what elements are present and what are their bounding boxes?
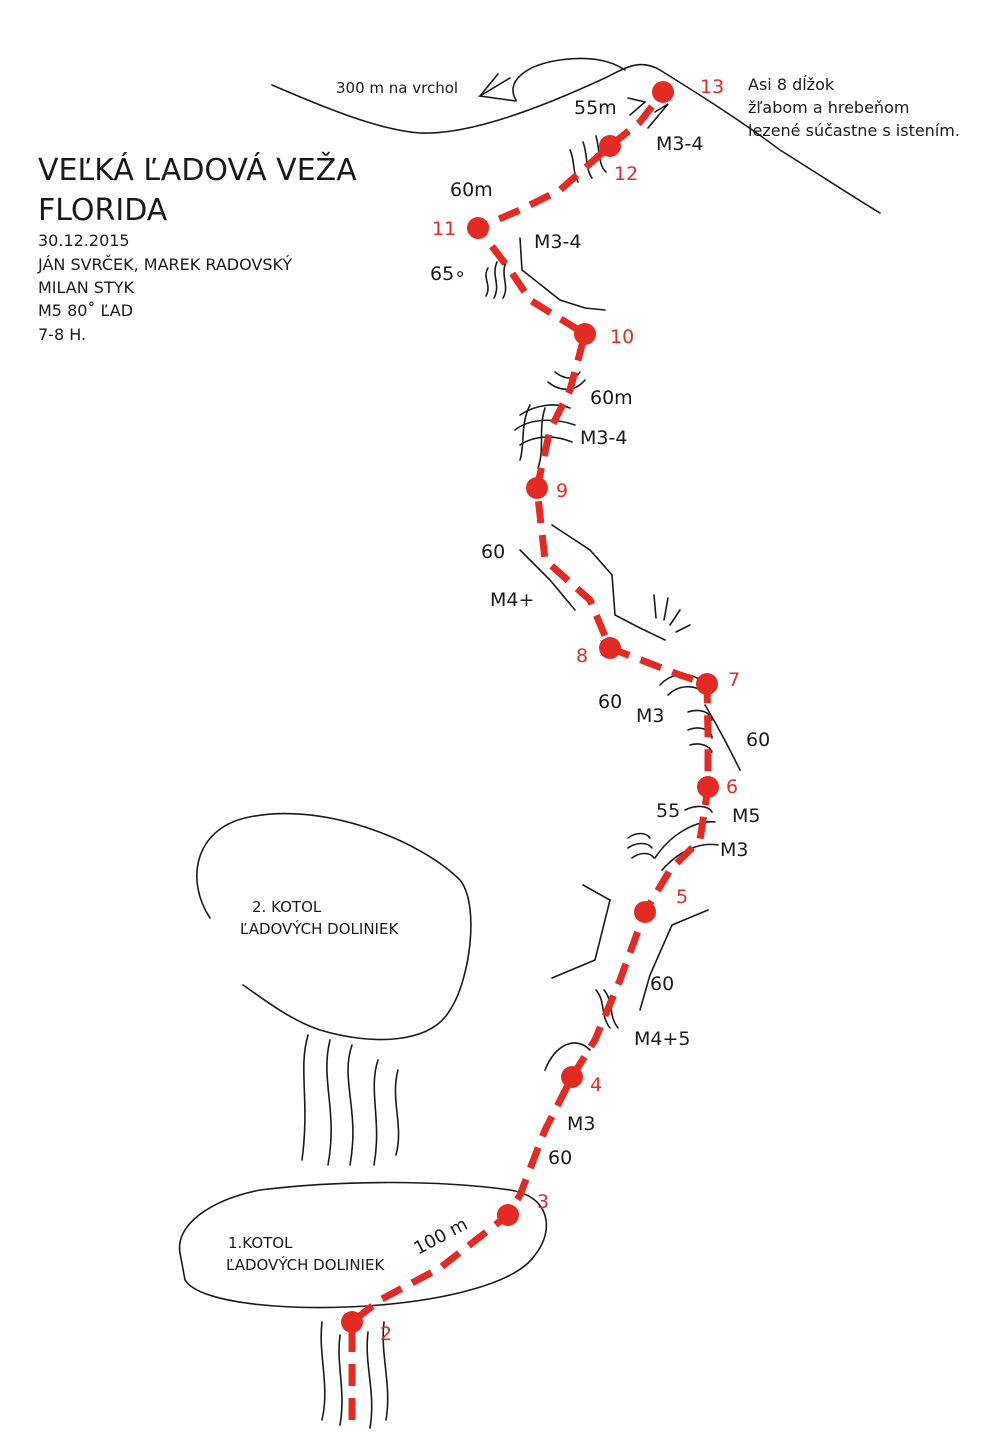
pitch-4-grade: M4+5: [634, 1028, 691, 1050]
belay-11: [467, 217, 489, 239]
pitch-5-grade-b: M3: [720, 839, 748, 861]
belay-7: [696, 673, 718, 695]
belay-number-6: 6: [726, 776, 738, 798]
climbers-line-1: JÁN SVRČEK, MAREK RADOVSKÝ: [37, 255, 292, 274]
belay-number-11: 11: [432, 218, 456, 240]
belay-2: [341, 1311, 363, 1333]
pitch-7-length: 60: [598, 691, 622, 713]
upper-cirque-icefall: [301, 1034, 400, 1166]
pitch-10-grade: M3-4: [534, 231, 581, 253]
title-line-2: FLORIDA: [38, 193, 168, 228]
pitch-3-grade: M3: [567, 1113, 595, 1135]
pitch-4-length: 60: [650, 973, 674, 995]
summit-note-line-3: lezené súčastne s istením.: [748, 121, 960, 140]
belay-8: [599, 637, 621, 659]
summit-note-line-2: žľabom a hrebeňom: [748, 98, 909, 117]
upper-cirque-label-1: 2. KOTOL: [252, 898, 322, 916]
belay-13: [652, 81, 674, 103]
belay-number-12: 12: [614, 163, 638, 185]
belay-6: [697, 776, 719, 798]
pitch-7-grade: M3: [636, 705, 664, 727]
belay-5: [634, 901, 656, 923]
upper-cirque-label-2: ĽADOVÝCH DOLINIEK: [240, 919, 399, 938]
belay-3: [497, 1204, 519, 1226]
belay-number-4: 4: [590, 1074, 602, 1096]
belay-number-10: 10: [610, 326, 634, 348]
pitch-5-length: 55: [656, 800, 680, 822]
title-line-1: VEĽKÁ ĽADOVÁ VEŽA: [38, 152, 357, 188]
pitch-9-grade: M3-4: [580, 427, 627, 449]
pitch-5-grade-a: M5: [732, 805, 760, 827]
belay-number-9: 9: [556, 480, 568, 502]
pitch-10-angle: 65∘: [430, 263, 466, 285]
pitch-6-length: 60: [746, 729, 770, 751]
pitch-8-grade: M4+: [490, 589, 534, 611]
belay-numbers: 2 3 4 5 6 7 8 9 10 11 12 13: [380, 76, 740, 1345]
pitch-11-length: 60m: [450, 179, 493, 201]
pitch-8-length: 60: [481, 541, 505, 563]
belay-number-5: 5: [676, 886, 688, 908]
belay-9: [526, 477, 548, 499]
belay-number-7: 7: [728, 669, 740, 691]
belay-number-13: 13: [700, 76, 724, 98]
route-line: [348, 89, 712, 1420]
date-text: 30.12.2015: [38, 231, 130, 250]
pitch-3-length: 60: [548, 1147, 572, 1169]
belay-number-8: 8: [576, 645, 588, 667]
lower-cirque-label-2: ĽADOVÝCH DOLINIEK: [226, 1255, 385, 1274]
belay-number-3: 3: [537, 1191, 549, 1213]
belay-number-2: 2: [380, 1323, 392, 1345]
belay-stations: [341, 81, 719, 1333]
pitch-12-length: 55m: [574, 97, 617, 119]
summit-arrow-label: 300 m na vrchol: [336, 79, 458, 97]
grade-text: M5 80˚ ĽAD: [38, 301, 133, 320]
pitch-12-grade: M3-4: [656, 133, 703, 155]
pitch-9-length: 60m: [590, 387, 633, 409]
belay-10: [574, 323, 596, 345]
summit-note-line-1: Asi 8 dĺžok: [748, 75, 835, 94]
climbers-line-2: MILAN STYK: [38, 278, 135, 297]
pitch-2-length: 100 m: [410, 1214, 471, 1260]
lower-cirque-label-1: 1.KOTOL: [228, 1234, 293, 1252]
upper-cirque-outline: [196, 812, 472, 1041]
belay-4: [561, 1066, 583, 1088]
lower-cirque-outline: [178, 1181, 548, 1309]
summit-arrow: [477, 57, 626, 102]
belay-12: [599, 135, 621, 157]
summit-ridge-line: [271, 63, 881, 214]
duration-text: 7-8 H.: [38, 325, 86, 344]
pitch-labels: 100 m 60 M3 M4+5 60 55 M5 M3 60 60 M3 60…: [410, 97, 770, 1259]
lower-cirque-outflow: [320, 1321, 389, 1429]
rock-features: [485, 97, 741, 1071]
